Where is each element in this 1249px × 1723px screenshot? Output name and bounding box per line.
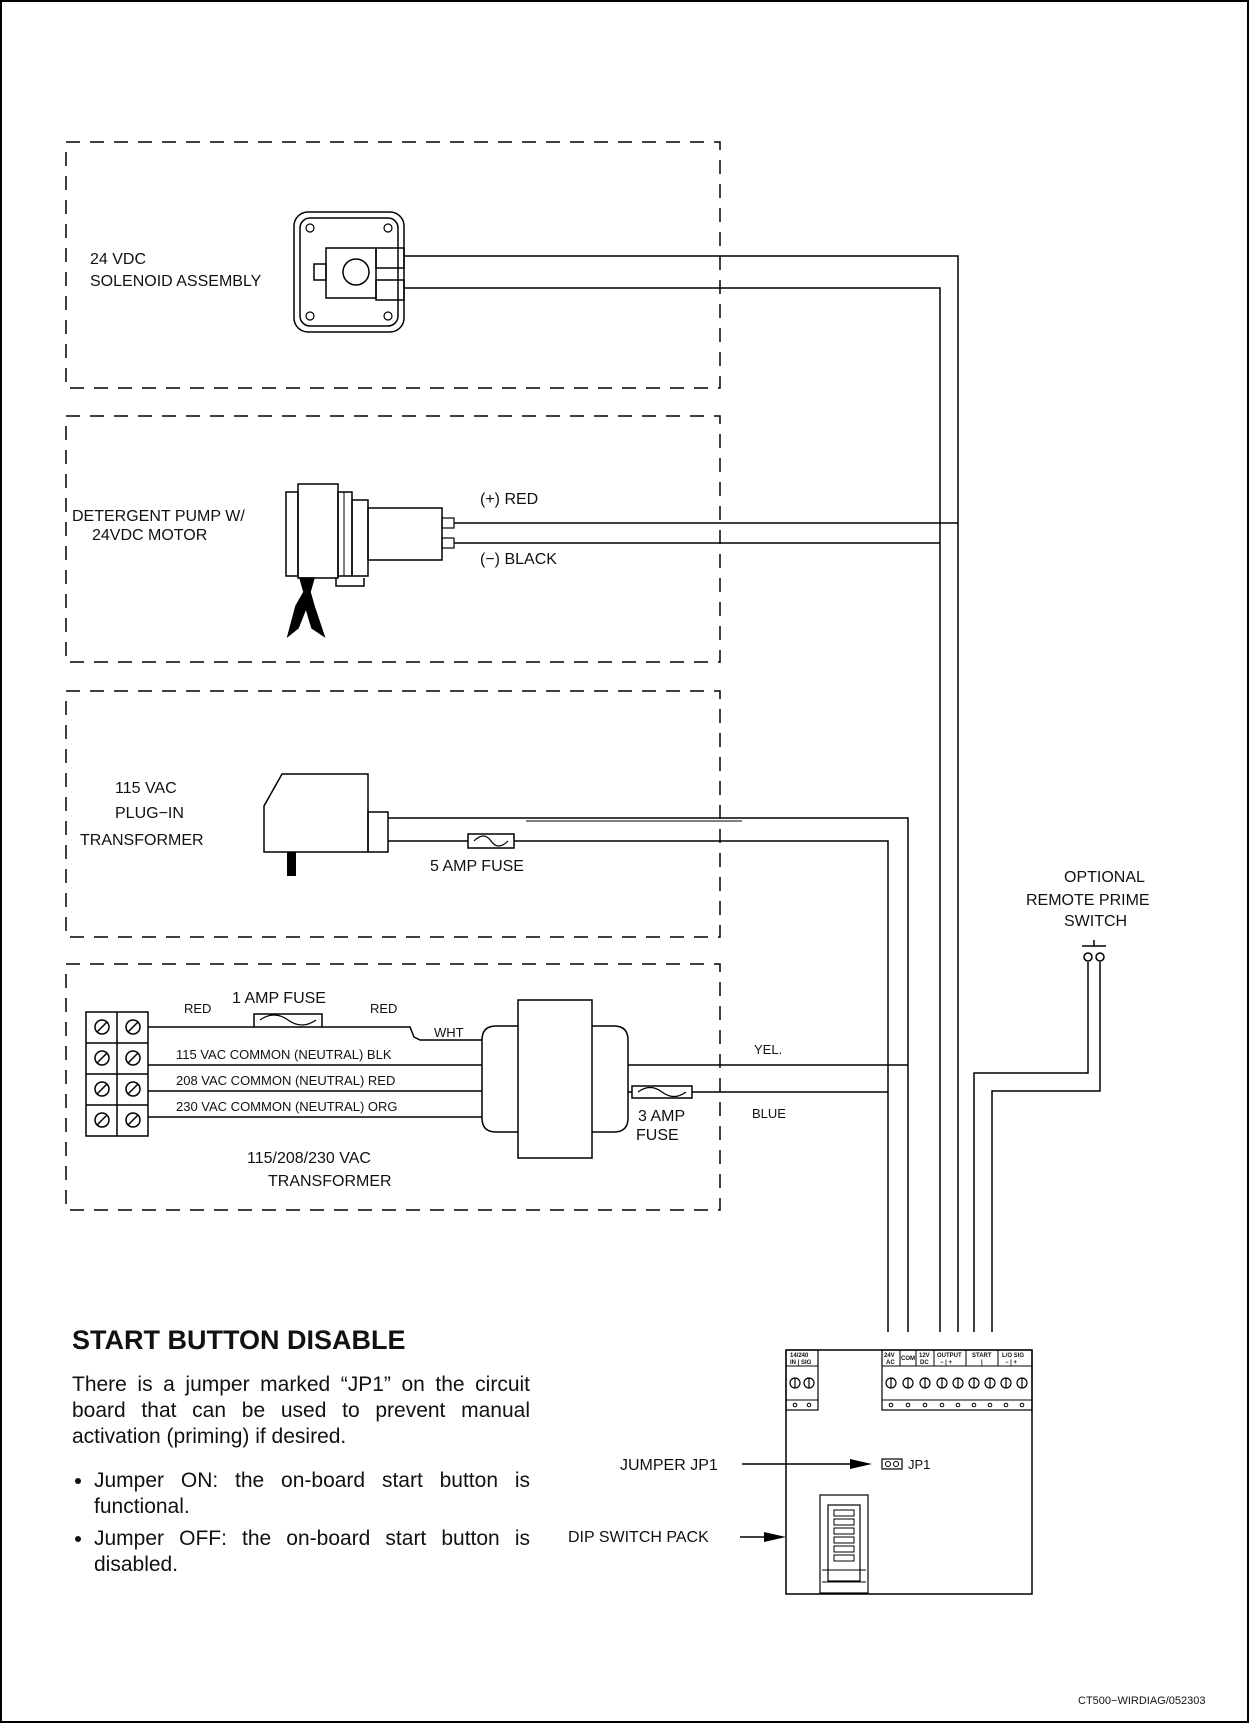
note-bullets: Jumper ON: the on-board start button is … xyxy=(72,1468,530,1578)
pump-label-line1: DETERGENT PUMP W/ xyxy=(72,508,245,525)
note-title: START BUTTON DISABLE xyxy=(72,1325,406,1355)
solenoid-section-box xyxy=(65,141,721,389)
dip-switch-callout: DIP SWITCH PACK xyxy=(568,1529,709,1546)
term-24v-label-1: 24V xyxy=(884,1353,895,1359)
plugin-section-box xyxy=(65,690,721,938)
prime-switch-label-3: SWITCH xyxy=(1064,913,1127,930)
plugin-transformer-icon xyxy=(263,773,389,876)
transformer-title-2: TRANSFORMER xyxy=(268,1173,392,1190)
term-left-label-2: IN | SIG xyxy=(790,1360,812,1366)
drawing-id: CT500−WIRDIAG/052303 xyxy=(1078,1695,1205,1707)
jumper-arrow-icon xyxy=(742,1459,872,1469)
pump-negative-wire-label: (−) BLACK xyxy=(480,551,557,568)
term-12v-label-2: DC xyxy=(920,1360,929,1366)
terminal-block-icon xyxy=(85,1011,149,1137)
circuit-board xyxy=(785,1349,1033,1595)
solenoid-label-line2: SOLENOID ASSEMBLY xyxy=(90,273,262,290)
plugin-label-line2: PLUG−IN xyxy=(115,805,184,822)
pump-positive-wire-label: (+) RED xyxy=(480,491,538,508)
five-amp-fuse-label: 5 AMP FUSE xyxy=(430,858,524,875)
pump-label-line2: 24VDC MOTOR xyxy=(92,527,207,544)
start-button-disable-note: START BUTTON DISABLE There is a jumper m… xyxy=(72,1325,530,1584)
term-lo-label-2: − | + xyxy=(1005,1360,1018,1366)
term-12v-label-1: 12V xyxy=(919,1353,930,1359)
line-208-label: 208 VAC COMMON (NEUTRAL) RED xyxy=(176,1073,395,1088)
prime-switch-label-1: OPTIONAL xyxy=(1064,869,1145,886)
term-lo-label-1: L/O SIG xyxy=(1002,1353,1024,1359)
dip-switch-rows xyxy=(833,1509,855,1562)
yel-wire-label: YEL. xyxy=(754,1042,782,1057)
term-start-label-1: START xyxy=(972,1353,992,1359)
red-left-label: RED xyxy=(184,1001,211,1016)
dip-arrow-icon xyxy=(740,1532,786,1542)
jumper-jp1-callout: JUMPER JP1 xyxy=(620,1457,718,1474)
jp1-label: JP1 xyxy=(908,1457,930,1472)
plugin-label-line3: TRANSFORMER xyxy=(80,832,204,849)
five-amp-fuse-icon xyxy=(467,833,515,849)
red-right-label: RED xyxy=(370,1001,397,1016)
line-230-label: 230 VAC COMMON (NEUTRAL) ORG xyxy=(176,1099,398,1114)
transformer-section-box xyxy=(65,963,721,1211)
blue-wire-label: BLUE xyxy=(752,1106,786,1121)
wht-label: WHT xyxy=(434,1025,464,1040)
plugin-label-line1: 115 VAC xyxy=(115,780,177,797)
note-body: There is a jumper marked “JP1” on the ci… xyxy=(72,1373,530,1448)
term-output-label-2: − | + xyxy=(940,1360,953,1366)
term-com-label: COM xyxy=(901,1356,915,1362)
line-115-label: 115 VAC COMMON (NEUTRAL) BLK xyxy=(176,1047,392,1062)
pump-section-box xyxy=(65,415,721,663)
solenoid-assembly-icon xyxy=(293,211,405,333)
term-output-label-1: OUTPUT xyxy=(937,1353,962,1359)
three-amp-fuse-icon xyxy=(631,1085,693,1099)
note-bullet: Jumper OFF: the on-board start button is… xyxy=(94,1526,530,1578)
note-bullet: Jumper ON: the on-board start button is … xyxy=(94,1468,530,1520)
solenoid-label-line1: 24 VDC xyxy=(90,251,146,268)
wiring xyxy=(148,255,1101,1332)
transformer-title-1: 115/208/230 VAC xyxy=(247,1150,371,1167)
three-amp-fuse-label-1: 3 AMP xyxy=(638,1108,685,1125)
one-amp-fuse-icon xyxy=(253,1013,323,1028)
transformer-coil-icon xyxy=(481,999,629,1159)
fuse1-label: 1 AMP FUSE xyxy=(232,990,326,1007)
prime-switch-label-2: REMOTE PRIME xyxy=(1026,892,1150,909)
prime-switch-icon xyxy=(1082,940,1106,962)
three-amp-fuse-label-2: FUSE xyxy=(636,1127,679,1144)
term-left-label-1: 14/240 xyxy=(790,1353,809,1359)
term-start-label-2: | xyxy=(981,1360,983,1366)
term-24v-label-2: AC xyxy=(886,1360,895,1366)
detergent-pump-icon xyxy=(285,483,455,639)
